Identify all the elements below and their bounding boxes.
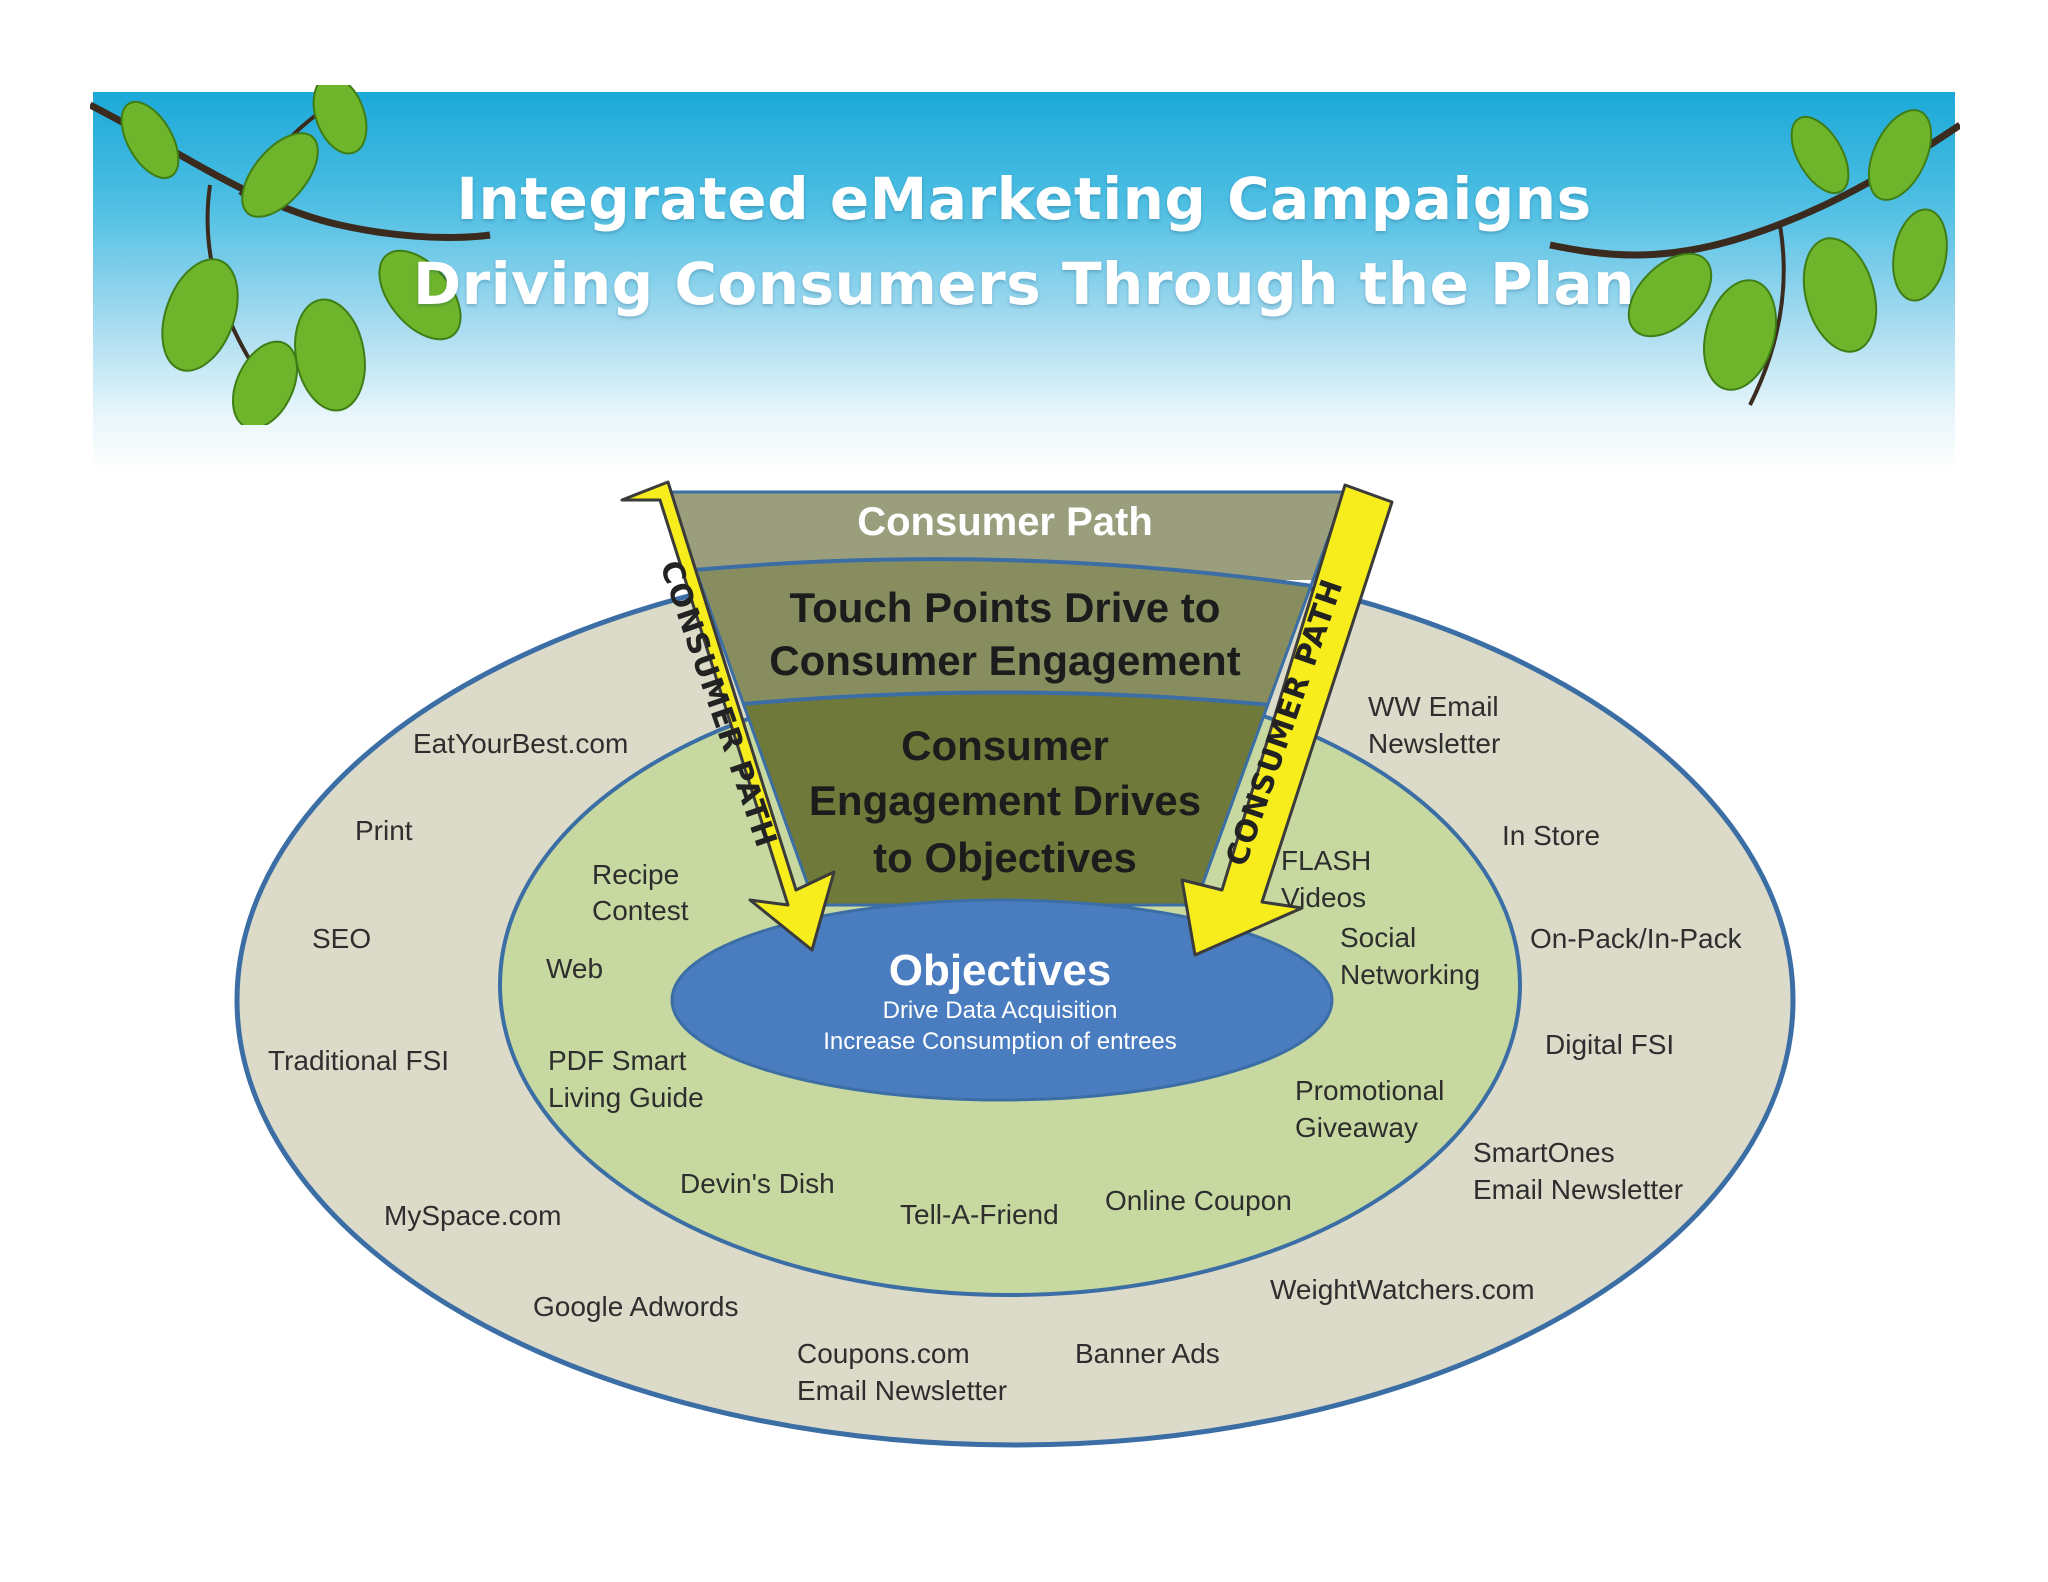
label-flash-line2: Videos — [1281, 882, 1366, 913]
leafy-branch-right-icon — [1549, 109, 1960, 406]
objectives-line2: Increase Consumption of entrees — [823, 1028, 1177, 1055]
label-banner-ads: Banner Ads — [1075, 1338, 1220, 1369]
label-on-pack: On-Pack/In-Pack — [1530, 923, 1743, 954]
label-eatyourbest: EatYourBest.com — [413, 728, 628, 759]
label-print: Print — [355, 815, 413, 846]
consumer-path-header: Consumer Path — [857, 500, 1153, 544]
objectives-ellipse — [670, 898, 1334, 1102]
label-weightwatchers: WeightWatchers.com — [1270, 1274, 1535, 1305]
label-ww-email-line2: Newsletter — [1368, 728, 1500, 759]
engagement-line3: to Objectives — [873, 834, 1137, 881]
label-flash-line1: FLASH — [1281, 845, 1371, 876]
label-promotional-line1: Promotional — [1295, 1075, 1444, 1106]
slide-title-line1: Integrated eMarketing Campaigns — [456, 165, 1592, 233]
label-social-line1: Social — [1340, 922, 1416, 953]
label-pdf-line2: Living Guide — [548, 1082, 704, 1113]
label-recipe-line2: Contest — [592, 895, 689, 926]
label-traditional-fsi: Traditional FSI — [268, 1045, 449, 1076]
label-ww-email-line1: WW Email — [1368, 691, 1499, 722]
label-digital-fsi: Digital FSI — [1545, 1029, 1674, 1060]
label-myspace: MySpace.com — [384, 1200, 561, 1231]
objectives-title: Objectives — [889, 946, 1112, 995]
label-pdf-line1: PDF Smart — [548, 1045, 687, 1076]
label-smartones-line1: SmartOnes — [1473, 1137, 1615, 1168]
leafy-branch-left-icon — [90, 85, 491, 425]
engagement-line2: Engagement Drives — [809, 777, 1201, 824]
slide-title-line2: Driving Consumers Through the Plan — [413, 250, 1635, 318]
label-in-store: In Store — [1502, 820, 1600, 851]
funnel — [668, 492, 1345, 905]
label-tell-a-friend: Tell-A-Friend — [900, 1199, 1059, 1230]
label-online-coupon: Online Coupon — [1105, 1185, 1292, 1216]
label-google-adwords: Google Adwords — [533, 1291, 738, 1322]
label-recipe-line1: Recipe — [592, 859, 679, 890]
touch-points-line2: Consumer Engagement — [769, 637, 1240, 684]
label-promotional-line2: Giveaway — [1295, 1112, 1418, 1143]
label-web: Web — [546, 953, 603, 984]
touch-points-line1: Touch Points Drive to — [790, 584, 1221, 631]
label-coupons-line1: Coupons.com — [797, 1338, 970, 1369]
label-devins-dish: Devin's Dish — [680, 1168, 835, 1199]
label-smartones-line2: Email Newsletter — [1473, 1174, 1683, 1205]
objectives-line1: Drive Data Acquisition — [883, 997, 1118, 1024]
engagement-line1: Consumer — [901, 722, 1109, 769]
label-coupons-line2: Email Newsletter — [797, 1375, 1007, 1406]
label-social-line2: Networking — [1340, 959, 1480, 990]
label-seo: SEO — [312, 923, 371, 954]
